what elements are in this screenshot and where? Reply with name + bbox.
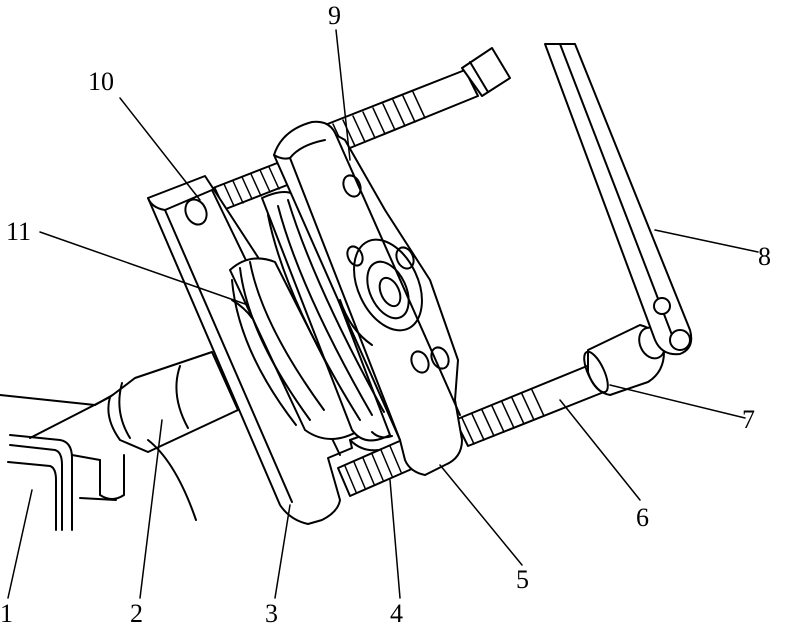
screw-rod-part-6 [454,363,605,447]
label-6: 6 [636,503,649,532]
housing-part-1 [0,394,125,531]
label-1: 1 [0,599,13,625]
shaft-part-2 [29,351,239,521]
lower-rod-thread [337,439,415,497]
label-2: 2 [130,599,143,625]
upper-rod-right-thread [324,47,511,153]
label-3: 3 [265,599,278,625]
label-4: 4 [390,599,403,625]
bearing-part-11 [229,191,391,442]
label-8: 8 [758,242,771,271]
label-11: 11 [6,217,31,246]
label-10: 10 [88,67,114,96]
label-5: 5 [516,565,529,594]
handle-part-8 [544,43,693,356]
label-9: 9 [328,1,341,30]
callout-labels: 1 2 3 4 5 6 7 8 9 10 11 [0,1,771,625]
ring-part-4 [349,431,393,452]
leader-lines [7,29,759,599]
label-7: 7 [742,405,755,434]
inner-plate-part-5 [273,120,463,476]
